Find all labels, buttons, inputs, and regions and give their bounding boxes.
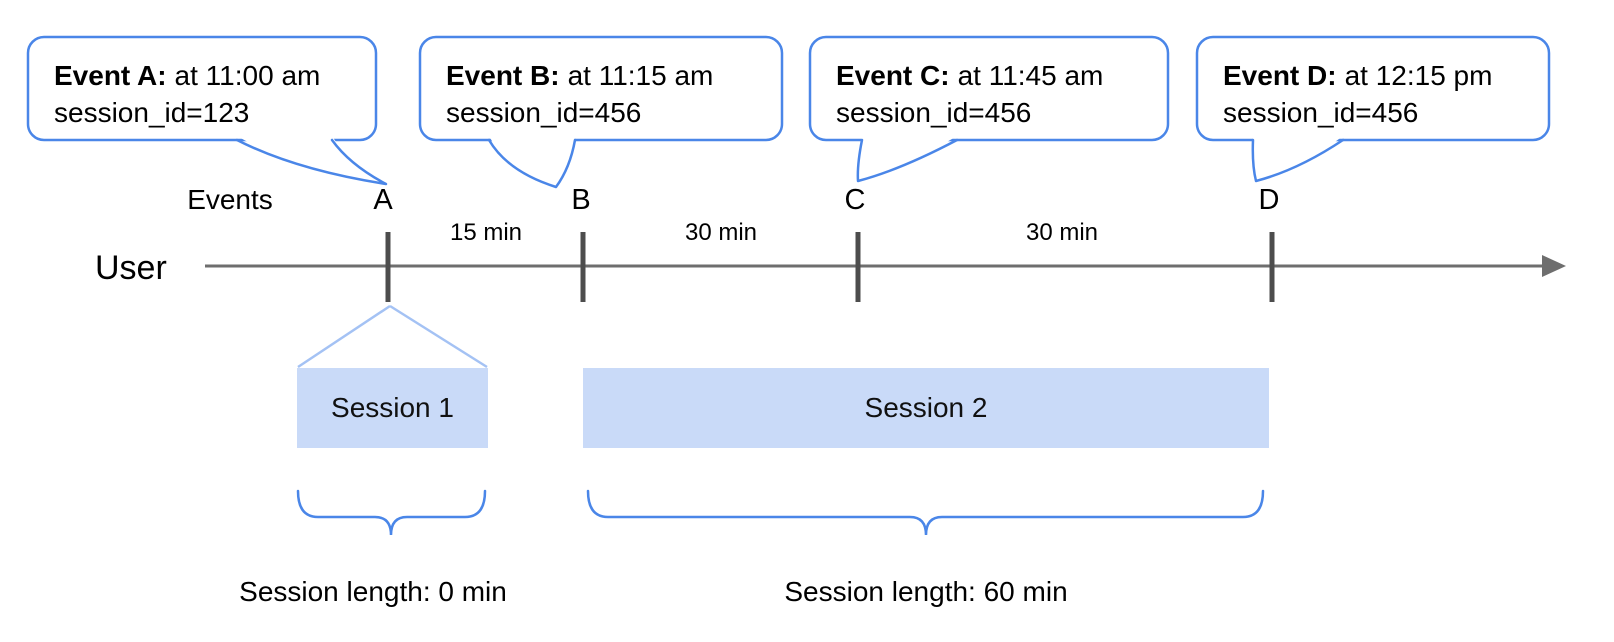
bubble-d-tail-fill	[1252, 136, 1343, 181]
bubble-c-tail-fill	[857, 136, 957, 181]
bubble-a-line1: Event A:at 11:00 am	[54, 57, 320, 94]
user-axis-label: User	[95, 249, 167, 287]
bubble-d-text: Event D:at 12:15 pm session_id=456	[1223, 57, 1492, 131]
bubble-d-title: Event D:	[1223, 60, 1337, 91]
session-2-block	[583, 368, 1269, 448]
bubble-a-text: Event A:at 11:00 am session_id=123	[54, 57, 320, 131]
event-marker-a: A	[373, 184, 393, 216]
session-1-funnel-lines	[297, 304, 488, 369]
bubble-b-tail	[487, 138, 577, 189]
bubble-b-title: Event B:	[446, 60, 560, 91]
bubble-d-session-id: session_id=456	[1223, 97, 1419, 128]
bubble-b-session-id: session_id=456	[446, 97, 642, 128]
bubble-c-session-id: session_id=456	[836, 97, 1032, 128]
bubble-b-text: Event B:at 11:15 am session_id=456	[446, 57, 713, 131]
bubble-b-line1: Event B:at 11:15 am	[446, 57, 713, 94]
session-2-length-label: Session length: 60 min	[784, 576, 1068, 607]
bubble-d-tail	[1251, 138, 1345, 183]
bubble-b-time: at 11:15 am	[567, 60, 714, 91]
event-marker-c: C	[844, 184, 866, 216]
session-1-block	[297, 368, 488, 448]
interval-label-a-b: 15 min	[449, 219, 523, 246]
bubble-b-tail-fill	[489, 136, 575, 187]
bubble-c-time: at 11:45 am	[957, 60, 1104, 91]
session-1-label: Session 1	[331, 392, 454, 423]
event-bubble-a	[26, 35, 378, 142]
interval-label-b-c: 30 min	[684, 219, 758, 246]
bubble-d-line1: Event D:at 12:15 pm	[1223, 57, 1492, 94]
bubble-c-tail	[856, 138, 959, 183]
bubble-c-text: Event C:at 11:45 am session_id=456	[836, 57, 1103, 131]
session-2-brace	[586, 489, 1265, 536]
event-bubble-c	[808, 35, 1170, 142]
session-1-length-label: Session length: 0 min	[239, 576, 507, 607]
bubble-a-time: at 11:00 am	[174, 60, 321, 91]
timeline-arrowhead-icon	[1542, 255, 1566, 277]
event-marker-b: B	[571, 184, 591, 216]
event-bubble-d	[1195, 35, 1551, 142]
session-2-label: Session 2	[864, 392, 988, 423]
bubble-a-tail	[235, 138, 388, 186]
bubble-d-time: at 12:15 pm	[1344, 60, 1493, 91]
session-1-brace	[296, 489, 487, 536]
event-marker-d: D	[1258, 184, 1280, 216]
bubble-c-line1: Event C:at 11:45 am	[836, 57, 1103, 94]
bubble-a-session-id: session_id=123	[54, 97, 250, 128]
bubble-a-tail-fill	[237, 136, 386, 184]
bubble-c-title: Event C:	[836, 60, 950, 91]
event-bubble-b	[418, 35, 784, 142]
interval-label-c-d: 30 min	[1025, 219, 1099, 246]
bubble-a-title: Event A:	[54, 60, 167, 91]
events-row-label: Events	[187, 184, 273, 215]
